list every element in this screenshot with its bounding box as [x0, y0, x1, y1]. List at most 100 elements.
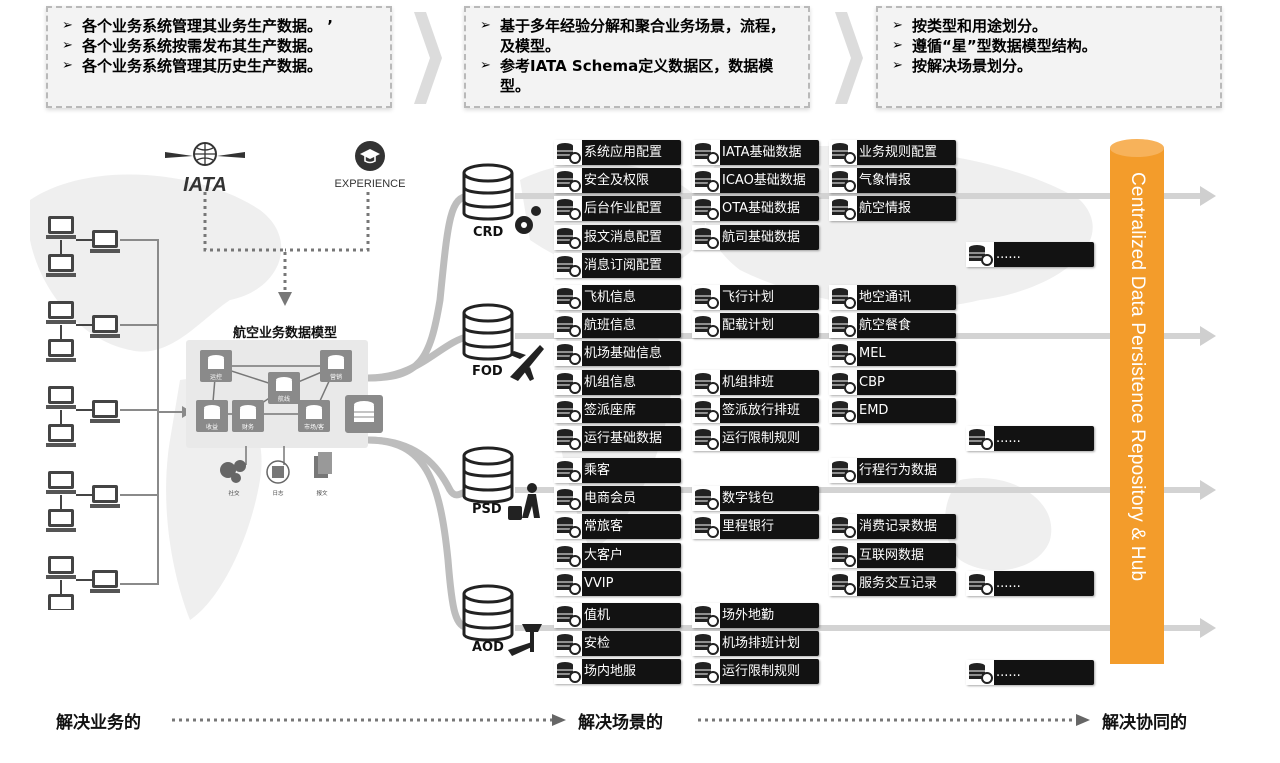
database-gear-icon	[554, 631, 582, 656]
database-gear-icon	[692, 370, 720, 395]
category-tile: 机场基础信息	[554, 341, 681, 366]
tile-label: 运行限制规则	[722, 431, 801, 446]
database-gear-icon	[692, 603, 720, 628]
tile-label: 航空餐食	[859, 318, 912, 333]
model-icon-label: 社交	[228, 489, 240, 497]
database-gear-icon	[554, 341, 582, 366]
model-icon-label: 日志	[272, 489, 284, 497]
category-tile: 大客户	[554, 543, 681, 568]
tile-label: 机组信息	[584, 375, 637, 390]
tile-label: 互联网数据	[859, 548, 925, 563]
tile-label: 行程行为数据	[859, 463, 938, 478]
tile-label: 机场排班计划	[722, 636, 801, 651]
category-tile: 场内地服	[554, 659, 681, 684]
tile-label: 航空情报	[859, 201, 912, 216]
database-gear-icon	[554, 514, 582, 539]
database-gear-icon	[554, 398, 582, 423]
tile-label: MEL	[859, 346, 886, 361]
tile-label: 场外地勤	[722, 608, 775, 623]
database-gear-icon	[554, 140, 582, 165]
database-gear-icon	[554, 603, 582, 628]
category-tile: 常旅客	[554, 514, 681, 539]
tile-label: 机场基础信息	[584, 346, 663, 361]
category-tile: VVIP	[554, 571, 681, 596]
database-icon	[462, 303, 544, 381]
database-gear-icon	[554, 285, 582, 310]
tile-label: ......	[996, 431, 1021, 446]
top-box-item: 按类型和用途划分。	[892, 16, 1210, 36]
database-gear-icon	[829, 341, 857, 366]
dotted-arrow	[172, 714, 566, 726]
tile-label: CBP	[859, 375, 885, 390]
database-gear-icon	[554, 426, 582, 451]
client-computers	[45, 216, 121, 610]
database-gear-icon	[692, 659, 720, 684]
tile-label: 飞机信息	[584, 290, 637, 305]
category-tile: 航空餐食	[829, 313, 956, 338]
bottom-stage-business: 解决业务的	[56, 713, 141, 733]
category-tile: 安检	[554, 631, 681, 656]
bottom-stage-collab: 解决协同的	[1102, 713, 1187, 733]
database-gear-icon	[966, 426, 994, 451]
database-gear-icon	[554, 370, 582, 395]
category-tile: 乘客	[554, 458, 681, 483]
category-tile: 签派座席	[554, 398, 681, 423]
category-tile: 消费记录数据	[829, 514, 956, 539]
category-tile: 机场排班计划	[692, 631, 819, 656]
category-tile: 场外地勤	[692, 603, 819, 628]
category-tile: 签派放行排班	[692, 398, 819, 423]
tile-label: OTA基础数据	[722, 201, 801, 216]
model-node-label: 收益	[206, 423, 218, 431]
tile-label: 业务规则配置	[859, 145, 938, 160]
database-gear-icon	[829, 398, 857, 423]
category-tile: 航空情报	[829, 196, 956, 221]
database-gear-icon	[829, 370, 857, 395]
tile-label: 场内地服	[584, 664, 637, 679]
tile-label: 运行基础数据	[584, 431, 663, 446]
tile-label: 配载计划	[722, 318, 775, 333]
model-node-label: 营销	[330, 373, 342, 381]
category-tile: 飞机信息	[554, 285, 681, 310]
tile-label: 系统应用配置	[584, 145, 663, 160]
category-tile: 电商会员	[554, 486, 681, 511]
model-title: 航空业务数据模型	[232, 326, 337, 341]
top-box-item: 各个业务系统管理其历史生产数据。	[62, 56, 380, 76]
tile-label: EMD	[859, 403, 889, 418]
database-icon	[462, 446, 540, 520]
database-gear-icon	[692, 426, 720, 451]
database-gear-icon	[692, 168, 720, 193]
tile-label: 气象情报	[859, 173, 912, 188]
category-tile: 机组信息	[554, 370, 681, 395]
tile-label: 地空通讯	[859, 290, 912, 305]
tile-label: 机组排班	[722, 375, 775, 390]
database-gear-icon	[829, 514, 857, 539]
tile-label: 数字钱包	[722, 491, 775, 506]
top-box-scenario: 基于多年经验分解和聚合业务场景，流程，及模型。 参考IATA Schema定义数…	[464, 6, 810, 108]
category-tile: ICAO基础数据	[692, 168, 819, 193]
database-gear-icon	[692, 140, 720, 165]
tile-label: ......	[996, 665, 1021, 680]
tile-label: ICAO基础数据	[722, 173, 806, 188]
tile-label: 签派座席	[584, 403, 637, 418]
top-box-collab: 按类型和用途划分。 遵循“星”型数据模型结构。 按解决场景划分。	[876, 6, 1222, 108]
database-gear-icon	[829, 140, 857, 165]
chevron-right-icon	[835, 12, 863, 104]
top-box-item: 参考IATA Schema定义数据区，数据模型。	[480, 56, 798, 96]
database-label-aod: AOD	[472, 640, 504, 655]
tile-label: 安全及权限	[584, 173, 650, 188]
category-tile: 业务规则配置	[829, 140, 956, 165]
database-gear-icon	[692, 225, 720, 250]
category-tile: 气象情报	[829, 168, 956, 193]
category-tile: 机组排班	[692, 370, 819, 395]
more-tile: ......	[966, 242, 1094, 267]
database-icon	[462, 584, 542, 656]
category-tile: CBP	[829, 370, 956, 395]
category-tile: 运行限制规则	[692, 426, 819, 451]
top-box-item: 遵循“星”型数据模型结构。	[892, 36, 1210, 56]
database-gear-icon	[554, 168, 582, 193]
bottom-stage-scenario: 解决场景的	[578, 713, 663, 733]
database-gear-icon	[692, 514, 720, 539]
business-data-model: 运控 航线 营销 收益 财务 市场/客 社交 日志 报文	[186, 340, 368, 497]
category-tile: 配载计划	[692, 313, 819, 338]
category-tile: 系统应用配置	[554, 140, 681, 165]
